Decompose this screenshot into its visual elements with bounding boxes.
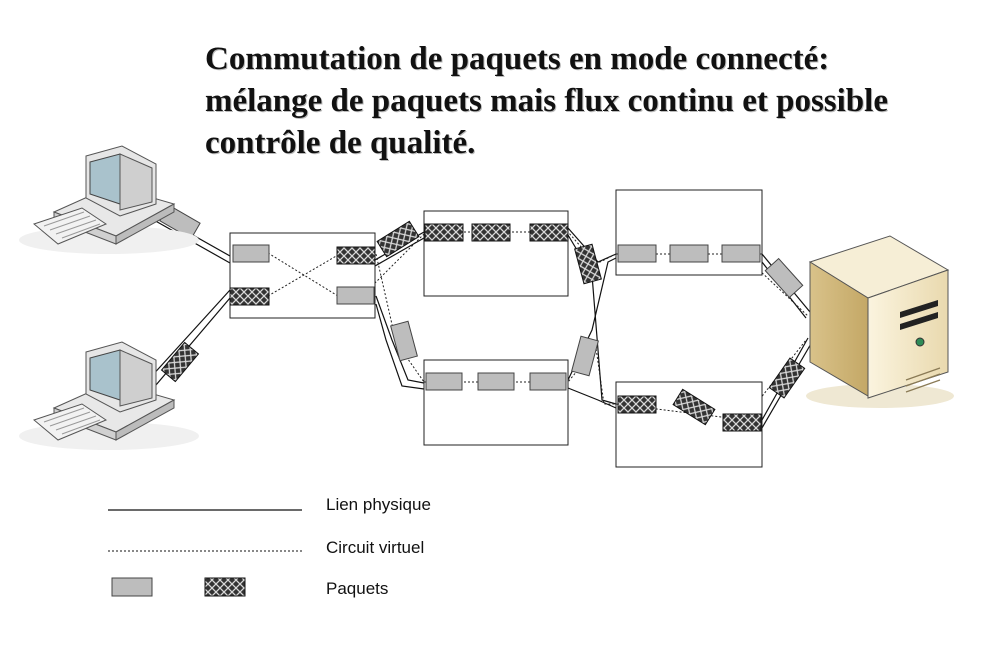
server-tower-icon — [806, 235, 954, 408]
packet-dark — [336, 246, 376, 265]
grey-packets — [159, 204, 804, 391]
packet-dark — [471, 223, 511, 242]
packet-grey — [617, 244, 657, 263]
dark-packets — [160, 220, 806, 432]
packet-dark — [376, 220, 420, 258]
packet-grey — [390, 320, 418, 362]
desktop-computer-icon — [19, 341, 199, 450]
packet-dark — [617, 395, 657, 414]
legend-packet-grey — [111, 577, 153, 597]
legend-physical-link-label: Lien physique — [326, 495, 431, 514]
physical-link-switch1-switch3b — [375, 303, 425, 390]
legend-virtual-circuit-label: Circuit virtuel — [326, 538, 425, 557]
packet-dark — [672, 388, 716, 426]
physical-link-client2-switch1 — [149, 289, 231, 379]
packet-dark — [529, 223, 569, 242]
legend-packet-dark — [204, 577, 246, 597]
packet-dark — [160, 341, 200, 383]
packet-grey — [425, 372, 463, 391]
switch-1-cross-a — [267, 252, 339, 297]
packet-grey — [571, 335, 599, 377]
physical-link-switch3-switch5 — [567, 387, 617, 409]
packet-grey — [669, 244, 709, 263]
packet-dark — [722, 413, 762, 432]
diagram-title: Commutation de paquets en mode connecté:… — [205, 41, 888, 161]
desktop-computer-icon — [19, 145, 199, 254]
packet-grey — [764, 257, 804, 299]
packet-grey — [477, 372, 515, 391]
packet-grey — [336, 286, 375, 305]
legend — [108, 509, 302, 597]
packet-grey — [529, 372, 567, 391]
legend-packets-label: Paquets — [326, 579, 389, 598]
packet-dark — [424, 223, 464, 242]
packet-dark — [229, 287, 270, 306]
packet-grey — [721, 244, 761, 263]
switch-1-cross-b — [267, 254, 339, 297]
packet-dark — [574, 243, 602, 285]
packet-grey — [232, 244, 270, 263]
packet-dark — [768, 357, 806, 399]
